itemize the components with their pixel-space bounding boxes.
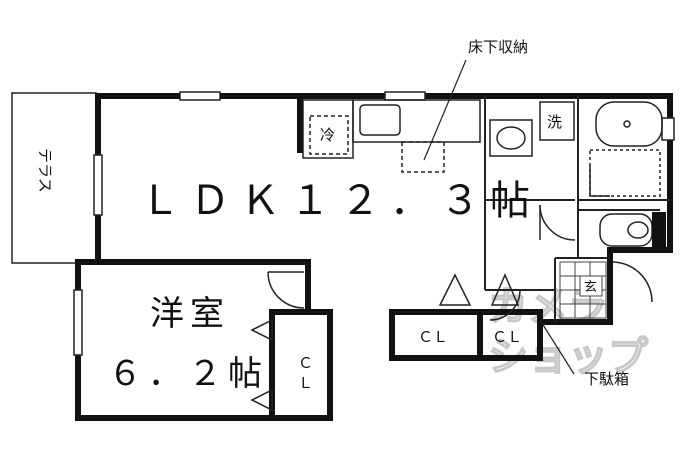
entrance-label: 玄 xyxy=(584,280,597,295)
wash-basin xyxy=(489,119,533,157)
doors xyxy=(250,165,653,412)
underfloor-storage-hatch xyxy=(401,141,445,173)
western-room-name: 洋室 xyxy=(150,294,230,334)
drain-icon xyxy=(623,120,631,128)
interior-walls xyxy=(484,96,670,322)
toilet-tank xyxy=(652,212,666,248)
washer-space xyxy=(539,101,575,141)
hall-door-leaf xyxy=(438,273,472,306)
closet-fold-door-top xyxy=(250,318,273,342)
closet-label-left: ＣＬ xyxy=(418,328,448,346)
ldk-room-label: ＬＤＫ１２．３帖 xyxy=(140,178,540,224)
washroom-door xyxy=(539,204,576,241)
terrace-label: テラス xyxy=(36,148,54,193)
toilet-icon xyxy=(599,213,653,247)
western-room-door xyxy=(267,271,305,309)
refrigerator-icon xyxy=(309,115,349,155)
bathroom xyxy=(589,101,663,197)
closet-vertical-l: Ｌ xyxy=(298,374,313,392)
toilet xyxy=(599,213,653,247)
closet-fold-door-bottom xyxy=(250,388,273,412)
callout-lines xyxy=(423,59,575,375)
bathtub-icon xyxy=(595,101,663,147)
shoe-box-label: 下駄箱 xyxy=(584,370,629,388)
western-room-size: ６．２帖 xyxy=(108,354,268,394)
front-door xyxy=(611,261,653,303)
fridge-label: 冷 xyxy=(320,126,335,144)
washroom xyxy=(489,101,575,157)
sink-icon xyxy=(359,104,401,136)
bath-floor xyxy=(589,149,661,197)
underfloor-storage-label: 床下収納 xyxy=(468,38,528,56)
bath-door xyxy=(589,165,610,197)
closet-door-leaf xyxy=(490,273,520,306)
closet-vertical-c: Ｃ xyxy=(298,354,313,372)
basin-bowl-icon xyxy=(496,126,526,150)
closet-door xyxy=(489,289,521,321)
washer-label: 洗 xyxy=(547,113,562,131)
kitchen xyxy=(302,99,481,173)
closet-label-right: ＣＬ xyxy=(492,328,522,346)
